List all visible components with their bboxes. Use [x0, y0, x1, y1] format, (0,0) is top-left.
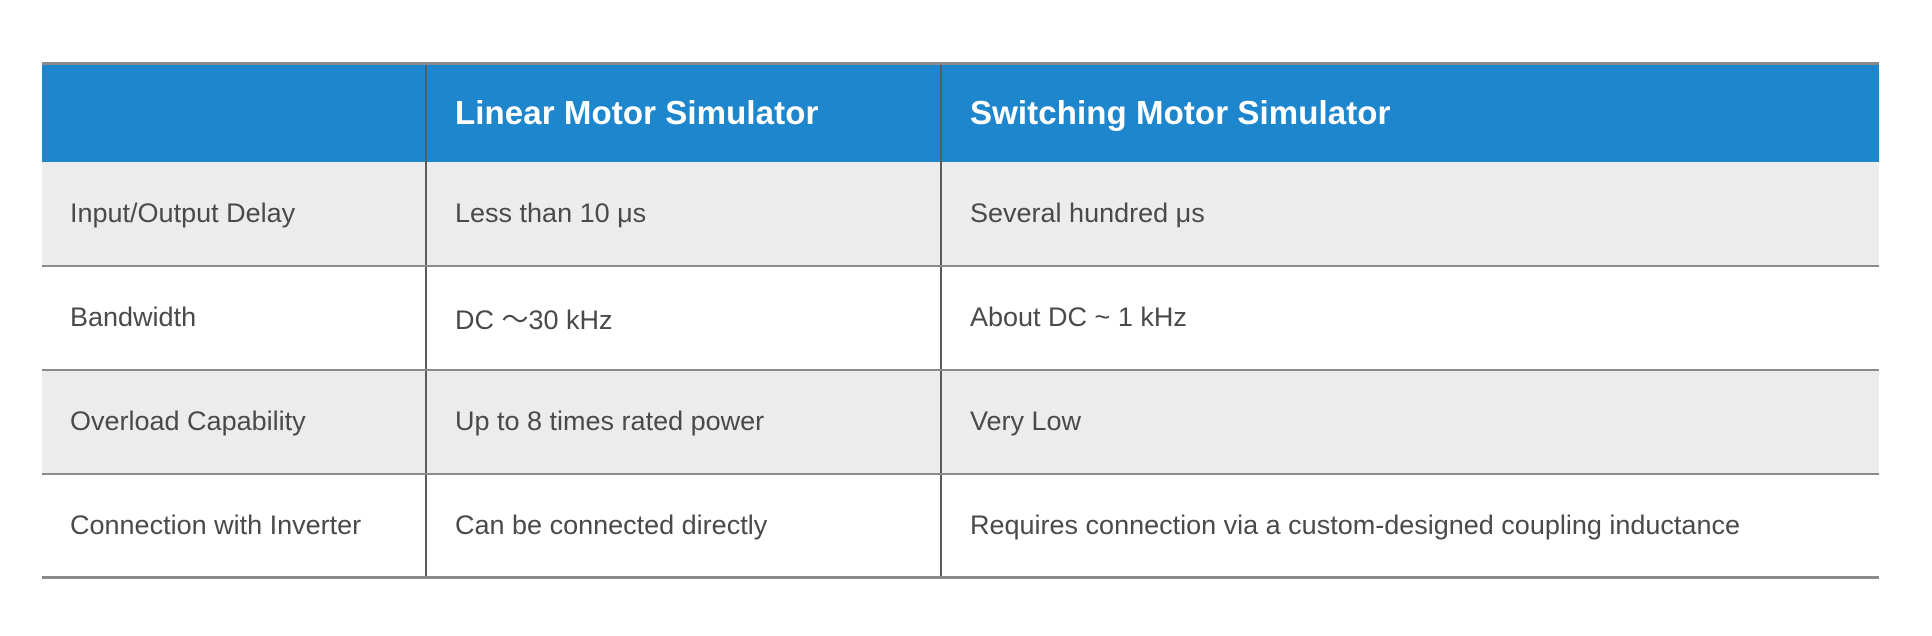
header-switching-motor-simulator: Switching Motor Simulator — [940, 63, 1879, 162]
cell-feature-input-output-delay: Input/Output Delay — [42, 161, 426, 267]
table-row: Connection with Inverter Can be connecte… — [42, 472, 1879, 579]
cell-linear-connection-with-inverter: Can be connected directly — [425, 472, 941, 579]
comparison-table: Linear Motor Simulator Switching Motor S… — [42, 62, 1879, 579]
table-header: Linear Motor Simulator Switching Motor S… — [42, 63, 1879, 162]
cell-linear-input-output-delay: Less than 10 μs — [425, 161, 941, 267]
cell-switching-connection-with-inverter: Requires connection via a custom-designe… — [940, 472, 1879, 579]
table-row: Overload Capability Up to 8 times rated … — [42, 368, 1879, 475]
cell-switching-input-output-delay: Several hundred μs — [940, 161, 1879, 267]
table-header-row: Linear Motor Simulator Switching Motor S… — [42, 63, 1879, 162]
table-row: Bandwidth DC 〜30 kHz About DC ~ 1 kHz — [42, 264, 1879, 371]
cell-switching-overload-capability: Very Low — [940, 368, 1879, 475]
header-linear-motor-simulator: Linear Motor Simulator — [425, 63, 941, 162]
cell-switching-bandwidth: About DC ~ 1 kHz — [940, 264, 1879, 371]
cell-feature-overload-capability: Overload Capability — [42, 368, 426, 475]
table-body: Input/Output Delay Less than 10 μs Sever… — [42, 161, 1879, 579]
cell-feature-connection-with-inverter: Connection with Inverter — [42, 472, 426, 579]
header-corner — [42, 63, 426, 162]
cell-linear-overload-capability: Up to 8 times rated power — [425, 368, 941, 475]
cell-feature-bandwidth: Bandwidth — [42, 264, 426, 371]
cell-linear-bandwidth: DC 〜30 kHz — [425, 264, 941, 371]
table-row: Input/Output Delay Less than 10 μs Sever… — [42, 161, 1879, 267]
